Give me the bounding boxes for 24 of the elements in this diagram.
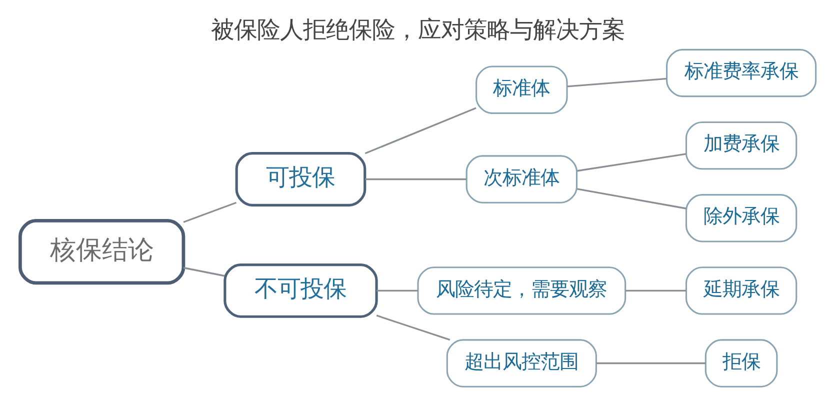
diagram-title: 被保险人拒绝保险，应对策略与解决方案	[211, 16, 625, 44]
node-box: 超出风控范围	[446, 339, 597, 388]
node-box: 核保结论	[18, 219, 186, 285]
node-box: 除外承保	[685, 194, 798, 242]
connector	[626, 290, 686, 292]
connector	[577, 153, 686, 172]
connector	[183, 202, 237, 223]
node-box: 标准体	[476, 66, 568, 114]
node-box: 不可投保	[224, 264, 378, 318]
node-box: 次标准体	[466, 155, 578, 204]
connector	[376, 314, 450, 341]
connector	[365, 178, 466, 180]
node-box: 风险待定，需要观察	[417, 266, 626, 315]
connector	[376, 290, 418, 292]
connector	[596, 362, 706, 364]
connector	[577, 188, 686, 210]
node-box: 延期承保	[685, 266, 798, 315]
connector	[567, 78, 667, 88]
connector	[364, 107, 476, 154]
node-box: 加费承保	[685, 121, 798, 170]
node-box: 标准费率承保	[666, 48, 817, 98]
node-box: 拒保	[704, 339, 778, 388]
connector	[183, 266, 225, 277]
node-box: 可投保	[235, 152, 366, 206]
